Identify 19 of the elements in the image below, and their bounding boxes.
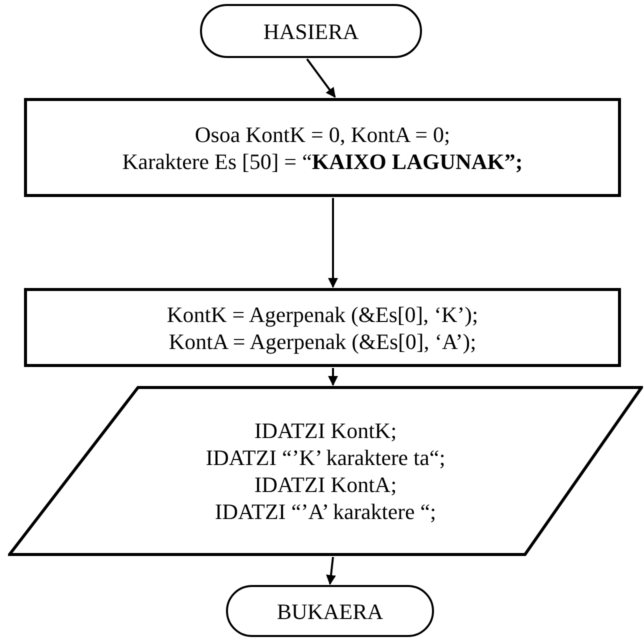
statement-text: IDATZI “’A’ karaktere “; [214,498,436,525]
statement-text: HASIERA [263,18,359,44]
statement-text: Karaktere Es [50] = “KAIXO LAGUNAK”; [122,148,523,174]
statement-text: KontK = Agerpenak (&Es[0], ‘K’); [166,300,478,328]
terminal-pill [200,4,422,58]
statement-text: IDATZI “’K’ karaktere ta“; [206,444,446,471]
arrow [328,198,338,288]
statement-text: Osoa KontK = 0, KontA = 0; [194,120,450,148]
statement-text: IDATZI KontK; [254,417,397,444]
arrow [326,556,336,585]
process-box [24,98,621,197]
arrow [328,368,338,386]
statement-text: IDATZI KontA; [254,471,397,498]
terminal-pill [226,585,434,637]
io-parallelogram [8,386,643,556]
statement-text: BUKAERA [276,598,384,624]
arrow [306,58,336,98]
process-box [24,288,621,367]
statement-text: KontA = Agerpenak (&Es[0], ‘A’); [168,328,476,354]
